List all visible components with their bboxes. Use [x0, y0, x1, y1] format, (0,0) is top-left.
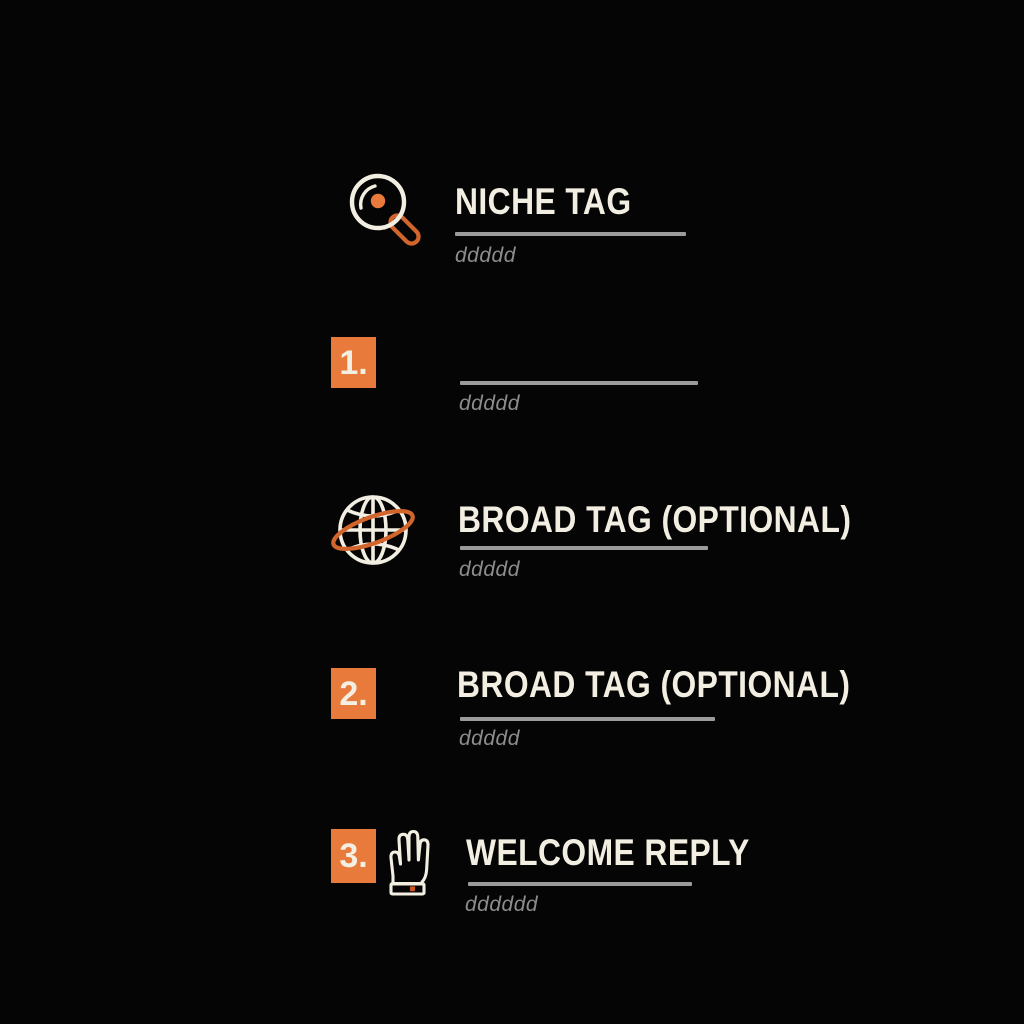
input-underline[interactable]	[460, 546, 708, 550]
row-heading: BROAD TAG (OPTIONAL)	[457, 664, 851, 705]
magnifying-glass-icon	[344, 168, 428, 252]
row-subtext: ddddd	[455, 244, 516, 267]
row-heading: WELCOME REPLY	[466, 832, 750, 873]
step-number-badge: 1.	[331, 337, 376, 388]
row-subtext: dddddd	[465, 893, 539, 916]
input-underline[interactable]	[460, 381, 698, 385]
input-underline[interactable]	[455, 232, 686, 236]
waving-hand-icon	[382, 826, 432, 896]
row-subtext: ddddd	[459, 558, 520, 581]
input-underline[interactable]	[460, 717, 715, 721]
input-underline[interactable]	[468, 882, 692, 886]
globe-icon	[327, 484, 419, 576]
row-heading: BROAD TAG (OPTIONAL)	[458, 499, 852, 540]
row-subtext: ddddd	[459, 392, 520, 415]
row-heading: NICHE TAG	[455, 181, 632, 222]
row-subtext: ddddd	[459, 727, 520, 750]
step-number-badge: 2.	[331, 668, 376, 719]
step-number-badge: 3.	[331, 829, 376, 883]
